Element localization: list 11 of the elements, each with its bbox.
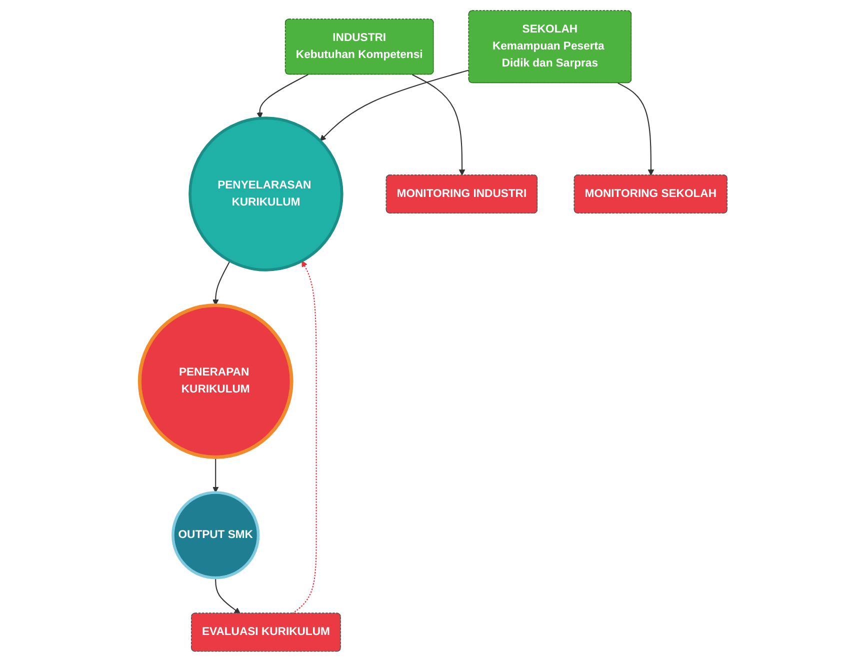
arrow [212, 457, 219, 493]
node-circle: OUTPUT SMK [172, 491, 260, 580]
node-circle: PENERAPAN KURIKULUM [138, 304, 294, 459]
node-circle: PENYELARASAN KURIKULUM [188, 116, 344, 272]
arrow [292, 260, 317, 614]
arrow [215, 578, 241, 614]
arrow [412, 74, 466, 176]
arrow [618, 82, 654, 176]
arrow [320, 70, 470, 142]
arrow [212, 260, 231, 306]
arrow [256, 74, 309, 119]
